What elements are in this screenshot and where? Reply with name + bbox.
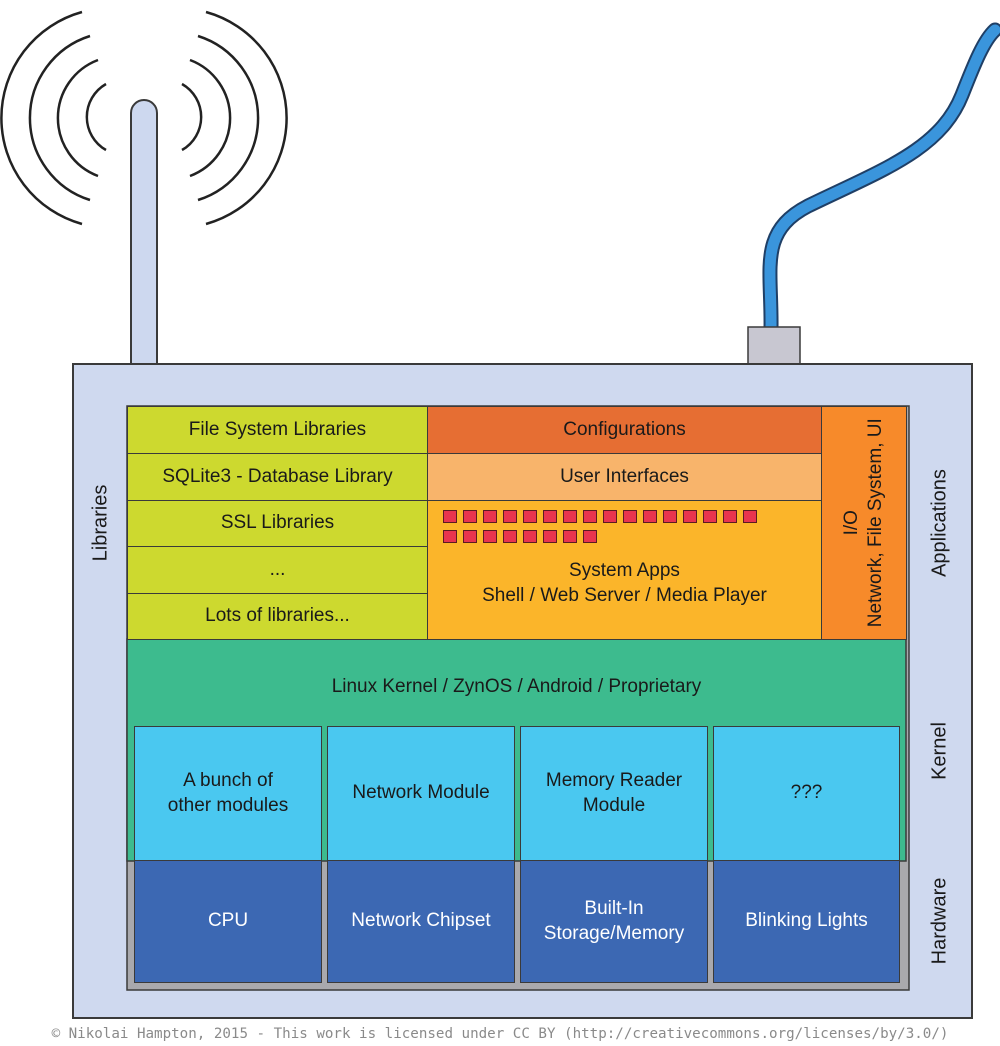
hardware-cpu: CPU <box>134 860 322 983</box>
network-cable-icon <box>762 22 1000 336</box>
hardware-blinking-lights: Blinking Lights <box>713 860 900 983</box>
hardware-network-chipset: Network Chipset <box>327 860 515 983</box>
app-process-square <box>523 510 537 523</box>
app-process-square <box>743 510 757 523</box>
app-process-square <box>683 510 697 523</box>
app-process-square <box>583 510 597 523</box>
library-lots: Lots of libraries... <box>127 593 428 640</box>
app-user-interfaces: User Interfaces <box>427 453 822 501</box>
license-credit: © Nikolai Hampton, 2015 - This work is l… <box>51 1026 949 1042</box>
system-apps-detail: Shell / Web Server / Media Player <box>482 584 767 606</box>
app-process-square <box>443 510 457 523</box>
library-file-system: File System Libraries <box>127 406 428 454</box>
kernel-title: Linux Kernel / ZynOS / Android / Proprie… <box>331 676 702 697</box>
app-process-square <box>463 530 477 543</box>
app-process-square <box>503 510 517 523</box>
app-process-square <box>483 530 497 543</box>
app-process-square <box>543 510 557 523</box>
side-label-kernel: Kernel <box>928 722 951 780</box>
app-io: I/O Network, File System, UI <box>821 406 907 640</box>
app-process-square <box>523 530 537 543</box>
hardware-storage-memory: Built-In Storage/Memory <box>520 860 708 983</box>
app-process-square <box>603 510 617 523</box>
app-process-square <box>623 510 637 523</box>
app-process-square <box>583 530 597 543</box>
cable-connector <box>747 326 801 366</box>
app-system-apps: System Apps Shell / Web Server / Media P… <box>427 500 822 640</box>
app-process-square <box>543 530 557 543</box>
app-process-square <box>503 530 517 543</box>
app-process-square <box>483 510 497 523</box>
app-process-square <box>443 530 457 543</box>
module-unknown: ??? <box>713 726 900 861</box>
side-label-hardware: Hardware <box>928 877 951 965</box>
app-process-square <box>663 510 677 523</box>
antenna-icon <box>130 99 158 365</box>
module-memory-reader: Memory Reader Module <box>520 726 708 861</box>
library-ellipsis: ... <box>127 546 428 594</box>
system-apps-label: System Apps <box>569 560 680 581</box>
side-label-libraries: Libraries <box>89 484 112 562</box>
app-process-square <box>703 510 717 523</box>
library-ssl: SSL Libraries <box>127 500 428 547</box>
app-process-square <box>463 510 477 523</box>
module-network: Network Module <box>327 726 515 861</box>
app-process-square <box>643 510 657 523</box>
side-label-applications: Applications <box>928 469 951 577</box>
library-sqlite3: SQLite3 - Database Library <box>127 453 428 501</box>
app-configurations: Configurations <box>427 406 822 454</box>
io-detail: Network, File System, UI <box>865 418 887 628</box>
io-label: I/O <box>841 510 863 536</box>
app-process-square <box>723 510 737 523</box>
module-other: A bunch of other modules <box>134 726 322 861</box>
app-squares <box>428 501 821 551</box>
app-process-square <box>563 510 577 523</box>
app-process-square <box>563 530 577 543</box>
signal-waves-icon <box>0 10 288 226</box>
